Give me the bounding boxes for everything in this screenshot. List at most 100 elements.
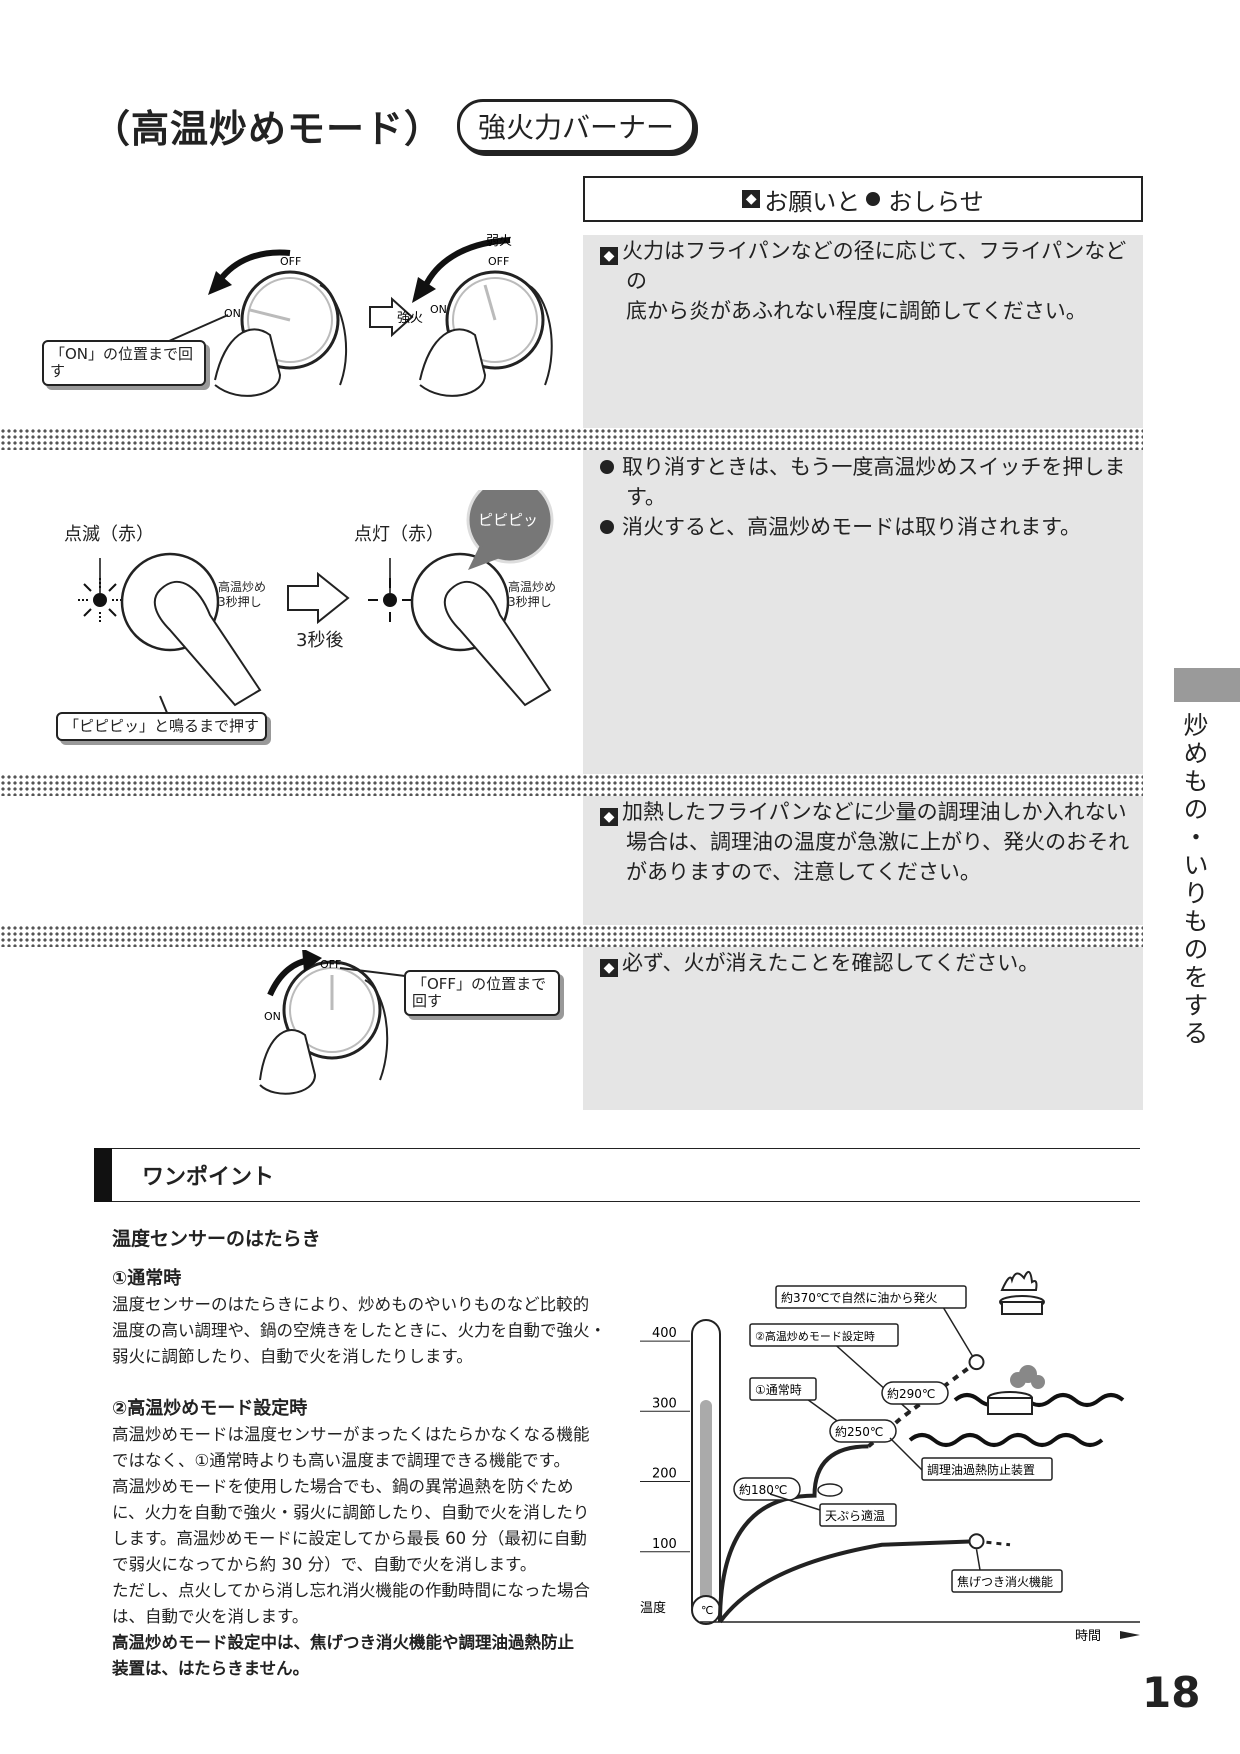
notice-header: ◆ お願いと おしらせ xyxy=(583,176,1143,222)
series-normal-line xyxy=(718,1444,869,1623)
annotation-box xyxy=(775,1285,967,1309)
blink-lamp-icon xyxy=(78,558,122,622)
separator xyxy=(0,428,1143,450)
on-label: ON xyxy=(430,303,447,316)
temperature-chart: 100 200 300 400 温度 ℃ 時間 約370℃で自然に油から発火 ②高温炒め… xyxy=(640,1271,1140,1644)
annotation-box xyxy=(733,1477,801,1501)
annotation-t250: 約250℃ xyxy=(835,1424,883,1439)
beep-text: ピピピッ xyxy=(478,511,538,529)
wave-normal xyxy=(908,1433,1104,1447)
annotation-high_mode: ②高温炒めモード設定時 xyxy=(755,1329,875,1343)
annotation-box xyxy=(921,1457,1053,1481)
separator xyxy=(0,774,1143,796)
off-label: OFF xyxy=(320,958,341,971)
notice-suffix: おしらせ xyxy=(888,187,984,216)
next-arrow-icon xyxy=(287,571,350,625)
annotation-box xyxy=(829,1419,897,1443)
annotation-leader xyxy=(975,1549,981,1571)
thermometer-icon xyxy=(691,1319,721,1625)
title-row: （高温炒めモード） 強火力バーナー xyxy=(92,98,696,153)
caution-diamond-icon: ◆ xyxy=(600,247,618,265)
y-tick-label: 400 xyxy=(652,1326,677,1341)
x-axis-arrow-icon xyxy=(1120,1631,1140,1639)
step1-callout: 「ON」の位置まで回す xyxy=(42,340,206,386)
on-label: ON xyxy=(264,1010,281,1023)
notes-column xyxy=(583,235,1143,1110)
step2-callout: 「ピピピッ」と鳴るまで押す xyxy=(56,712,268,741)
fire-pot-icon xyxy=(999,1271,1045,1315)
annotation-box xyxy=(881,1381,949,1405)
notice-prefix: お願いと xyxy=(764,187,861,216)
annotation-t290: 約290℃ xyxy=(887,1386,935,1401)
y-axis-ticks: 100 200 300 400 xyxy=(640,1326,690,1553)
knob-right xyxy=(419,270,553,397)
annotation-tempura: 天ぷら適温 xyxy=(825,1508,885,1523)
rotate-arrow-icon xyxy=(422,237,511,289)
chart-markers xyxy=(968,1354,985,1550)
y-axis-label: 温度 xyxy=(640,1600,666,1616)
smoke-pot-icon xyxy=(987,1365,1045,1415)
beep-bubble-icon xyxy=(466,490,554,570)
separator xyxy=(0,925,1143,947)
lit-label: 点灯（赤） xyxy=(354,524,444,545)
page-number: 18 xyxy=(1142,1668,1201,1717)
lit-lamp-icon xyxy=(368,558,412,622)
one-point-header xyxy=(94,1148,1140,1202)
page-title: （高温炒めモード） xyxy=(92,106,444,151)
y-axis-unit: ℃ xyxy=(701,1604,713,1617)
annotation-box xyxy=(819,1503,897,1527)
one-point-marker xyxy=(94,1148,112,1202)
annotation-leader xyxy=(769,1493,821,1511)
annotation-normal: ①通常時 xyxy=(755,1383,802,1397)
annotation-box xyxy=(951,1569,1063,1593)
y-tick-label: 100 xyxy=(652,1537,677,1552)
wave-high xyxy=(953,1393,1125,1407)
annotation-box xyxy=(749,1377,817,1401)
knob-left xyxy=(214,270,348,397)
series-scorch-line xyxy=(718,1539,977,1624)
one-point-title: ワンポイント xyxy=(142,1165,275,1190)
y-tick-label: 200 xyxy=(652,1467,677,1482)
tempura-icon xyxy=(817,1483,843,1497)
sensor-subtitle: 温度センサーのはたらき xyxy=(112,1228,321,1250)
after-3s-label: 3秒後 xyxy=(296,630,344,651)
next-arrow-icon xyxy=(369,296,414,338)
strong-fire-label: 強火 xyxy=(397,311,423,326)
off-label: OFF xyxy=(488,255,509,268)
step2-switch-illustration: ピピピッ xyxy=(78,490,554,721)
annotation-scorch: 焦げつき消火機能 xyxy=(957,1574,1053,1589)
bullet-icon xyxy=(600,520,614,534)
chart-marker xyxy=(968,1354,985,1371)
chart-marker xyxy=(968,1533,985,1550)
note-3: ◆加熱したフライパンなどに少量の調理油しか入れない場合は、調理油の温度が急激に上… xyxy=(600,797,1130,887)
annotation-overheat: 調理油過熱防止装置 xyxy=(927,1462,1035,1477)
chart-annotations: 約370℃で自然に油から発火 ②高温炒めモード設定時 ①通常時 約290℃ 約250℃ 調… xyxy=(733,1285,1063,1593)
caution-diamond-icon: ◆ xyxy=(742,190,761,208)
step1-knob-illustration: OFF ON 弱火 OFF 強火 ON xyxy=(159,234,553,397)
step3-callout: 「OFF」の位置まで回す xyxy=(404,970,560,1016)
annotation-ignite: 約370℃で自然に油から発火 xyxy=(781,1290,937,1305)
normal-heading: ①通常時 xyxy=(112,1268,182,1289)
off-label: OFF xyxy=(280,255,301,268)
burner-badge: 強火力バーナー xyxy=(457,98,696,153)
one-point-body: 温度センサーのはたらき ①通常時 温度センサーのはたらきにより、炒めものやいりも… xyxy=(112,1226,612,1682)
step3-knob-illustration: OFF ON xyxy=(259,950,406,1095)
note-1: ◆火力はフライパンなどの径に応じて、フライパンなどの底から炎があふれない程度に調… xyxy=(600,236,1130,326)
rotate-arrow-icon xyxy=(217,249,291,282)
annotation-t180: 約180℃ xyxy=(739,1482,787,1497)
weak-fire-label: 弱火 xyxy=(486,234,512,249)
side-tab-label: 炒めもの・いりものをする xyxy=(1180,712,1209,1048)
annotation-leader xyxy=(939,1301,974,1357)
x-axis-label: 時間 xyxy=(1075,1629,1101,1644)
bullet-icon xyxy=(866,192,881,206)
bullet-icon xyxy=(600,460,614,474)
annotation-box xyxy=(749,1323,899,1347)
y-tick-label: 300 xyxy=(652,1396,677,1411)
annotation-leader xyxy=(889,1437,923,1471)
caution-diamond-icon: ◆ xyxy=(600,959,618,977)
note-4: ◆必ず、火が消えたことを確認してください。 xyxy=(600,948,1130,978)
blink-label: 点滅（赤） xyxy=(64,524,154,545)
high-mode-heading: ②高温炒めモード設定時 xyxy=(112,1398,308,1419)
